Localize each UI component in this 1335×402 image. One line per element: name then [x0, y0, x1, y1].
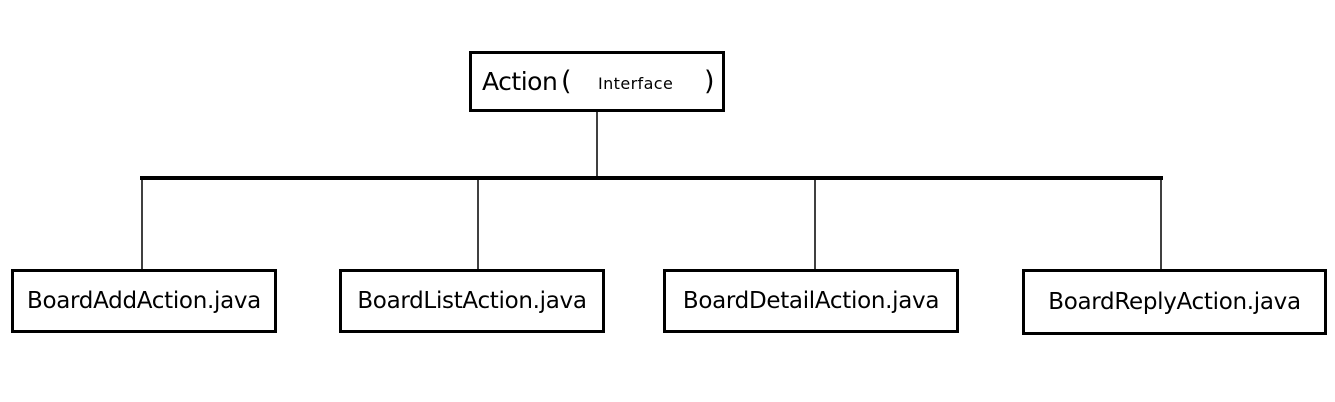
board-add-action-box: BoardAddAction.java [11, 269, 277, 333]
board-add-action-label: BoardAddAction.java [27, 288, 261, 314]
board-list-action-box: BoardListAction.java [339, 269, 605, 333]
root-class-name: Action [482, 67, 558, 96]
board-detail-action-box: BoardDetailAction.java [663, 269, 959, 333]
board-detail-action-label: BoardDetailAction.java [682, 288, 940, 314]
open-paren: ( [561, 66, 572, 97]
root-kind-label: Interface [598, 74, 674, 93]
board-reply-action-label: BoardReplyAction.java [1048, 289, 1301, 315]
board-list-action-label: BoardListAction.java [357, 288, 587, 314]
close-paren: ) [704, 66, 715, 97]
action-interface-box: Action ( Interface ) [469, 51, 725, 112]
board-reply-action-box: BoardReplyAction.java [1022, 269, 1327, 335]
